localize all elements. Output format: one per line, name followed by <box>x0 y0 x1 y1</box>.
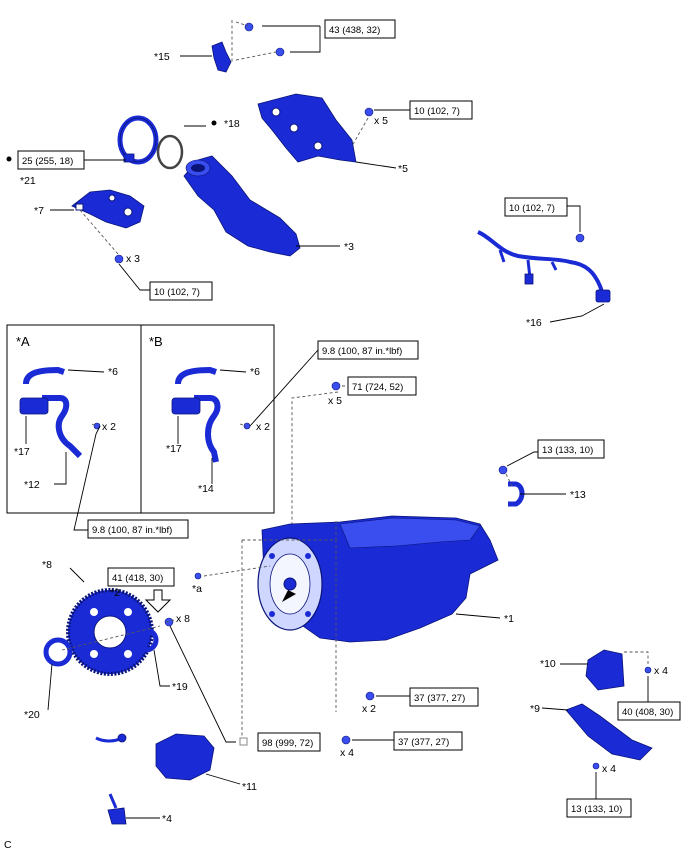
torque-label: 25 (255, 18) <box>22 156 73 167</box>
part-1-transmission <box>257 515 499 643</box>
callout-1: *1 <box>504 613 514 625</box>
callout-16: *16 <box>526 317 542 329</box>
part-10-mount <box>585 649 652 691</box>
torque-label: 10 (102, 7) <box>154 287 200 298</box>
callout-6: *6 <box>108 366 118 378</box>
callout-a: *a <box>192 583 202 595</box>
part-11-starter <box>95 733 248 781</box>
callout-10: *10 <box>540 658 556 670</box>
torque-label: 13 (133, 10) <box>542 445 593 456</box>
callout-11: *11 <box>242 781 257 793</box>
callout-6: *6 <box>250 366 260 378</box>
qty-label: x 4 <box>602 763 616 775</box>
callout-14: *14 <box>198 483 214 495</box>
qty-label: x 2 <box>256 421 270 433</box>
torque-label: 10 (102, 7) <box>414 106 460 117</box>
callout-17: *17 <box>14 446 30 458</box>
figure-corner-mark: C <box>4 839 12 851</box>
torque-label: 9.8 (100, 87 in.*lbf) <box>92 525 172 536</box>
callout-13: *13 <box>570 489 586 501</box>
part-15-bracket <box>211 22 285 73</box>
callout-8: *8 <box>42 559 52 571</box>
torque-label: 98 (999, 72) <box>262 738 313 749</box>
qty-label: x 4 <box>340 747 354 759</box>
torque-label: 9.8 (100, 87 in.*lbf) <box>322 346 402 357</box>
panel-a-pipes <box>19 366 101 459</box>
torque-label: 41 (418, 30) <box>112 573 163 584</box>
callout-20: *20 <box>24 709 40 721</box>
callout-9: *9 <box>530 703 540 715</box>
panel-a-title: *A <box>16 334 30 349</box>
torque-label: 43 (438, 32) <box>329 25 380 36</box>
panel-b-title: *B <box>149 334 163 349</box>
callout-2: *2 <box>110 587 120 599</box>
callout-4: *4 <box>162 813 172 825</box>
panel-b-pipes <box>171 366 251 463</box>
torque-label: 40 (408, 30) <box>622 707 673 718</box>
part-3-converter <box>183 155 301 257</box>
torque-label: 37 (377, 27) <box>414 693 465 704</box>
callout-17: *17 <box>166 443 182 455</box>
torque-label: 71 (724, 52) <box>352 382 403 393</box>
torque-label: 10 (102, 7) <box>509 203 555 214</box>
callout-7: *7 <box>34 205 44 217</box>
callout-18: *18 <box>224 118 240 130</box>
part-5-heat-insulator <box>257 93 374 163</box>
part-18-gasket <box>156 134 184 170</box>
qty-label: x 2 <box>362 703 376 715</box>
part-13-clip <box>498 465 525 507</box>
callout-21: *21 <box>20 175 36 187</box>
qty-label: x 4 <box>654 665 668 677</box>
torque-label: 13 (133, 10) <box>571 804 622 815</box>
qty-label: x 2 <box>102 421 116 433</box>
callout-12: *12 <box>24 479 40 491</box>
qty-label: x 5 <box>328 395 342 407</box>
part-21-clamp <box>117 115 159 165</box>
part-20-spacer <box>43 637 73 667</box>
part-4-bracket <box>107 793 127 825</box>
qty-label: x 5 <box>374 115 388 127</box>
qty-label: x 3 <box>126 253 140 265</box>
qty-label: x 8 <box>176 613 190 625</box>
callout-5: *5 <box>398 163 408 175</box>
torque-label: 37 (377, 27) <box>398 737 449 748</box>
part-9-crossmember <box>565 703 653 770</box>
callout-3: *3 <box>344 241 354 253</box>
part-16-wire-harness <box>477 230 611 303</box>
part-19-spacer <box>133 617 174 653</box>
part-7-bracket <box>71 189 145 264</box>
callout-19: *19 <box>172 681 188 693</box>
callout-15: *15 <box>154 51 170 63</box>
